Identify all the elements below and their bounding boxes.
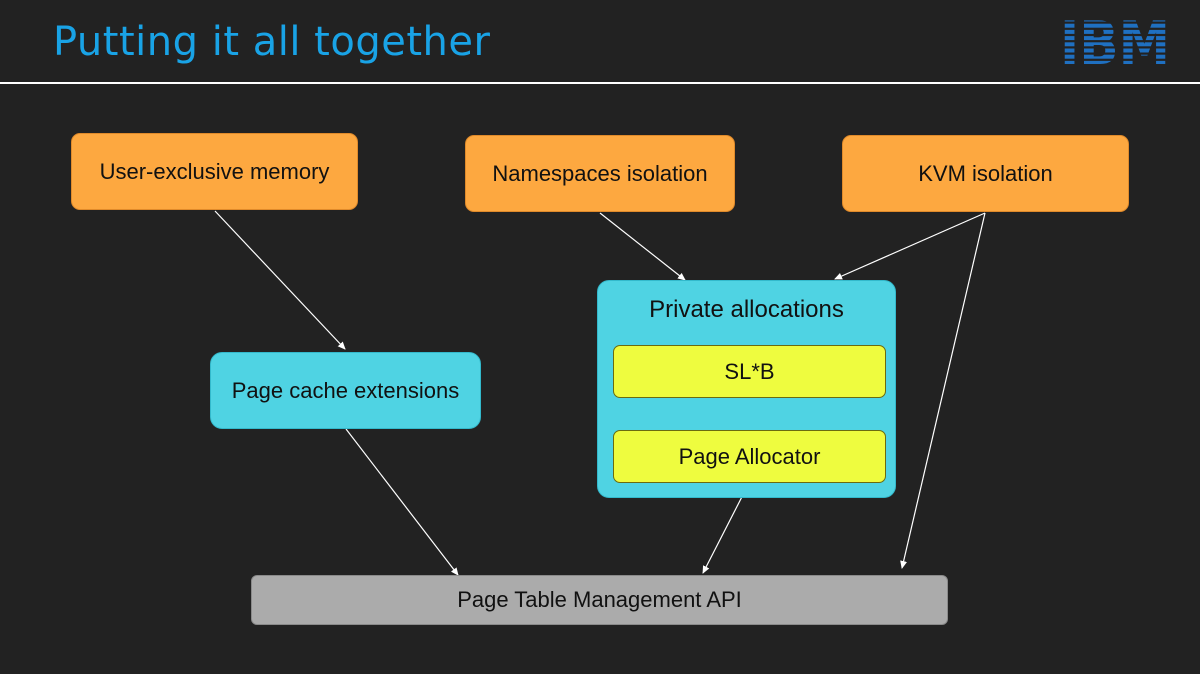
user-exclusive-memory-box: User-exclusive memory — [71, 133, 358, 210]
slab-label: SL*B — [724, 358, 775, 384]
arrow-kvm-to-page-table-api — [900, 212, 986, 569]
page-table-management-api-box: Page Table Management API — [251, 575, 948, 625]
kvm-isolation-label: KVM isolation — [918, 160, 1053, 186]
arrow-page-cache-to-page-table-api — [345, 428, 459, 576]
namespaces-isolation-label: Namespaces isolation — [492, 160, 708, 186]
arrow-page-allocator-to-page-table-api — [702, 482, 750, 574]
kvm-isolation-box: KVM isolation — [842, 135, 1129, 212]
page-cache-extensions-box: Page cache extensions — [210, 352, 481, 429]
arrow-user-memory-to-page-cache — [214, 210, 346, 350]
page-cache-extensions-label: Page cache extensions — [231, 377, 460, 403]
arrow-namespaces-to-private-allocations — [599, 212, 686, 281]
page-allocator-label: Page Allocator — [678, 443, 821, 469]
namespaces-isolation-box: Namespaces isolation — [465, 135, 735, 212]
slide-title: Putting it all together — [53, 19, 491, 65]
page-table-management-api-label: Page Table Management API — [457, 587, 742, 612]
header-divider — [0, 82, 1200, 84]
slab-box: SL*B — [613, 345, 886, 398]
ibm-logo: IBM — [1060, 17, 1170, 67]
private-allocations-label: Private allocations — [649, 296, 844, 323]
svg-text:IBM: IBM — [1060, 17, 1170, 67]
page-allocator-box: Page Allocator — [613, 430, 886, 483]
user-exclusive-memory-label: User-exclusive memory — [99, 158, 330, 184]
arrow-kvm-to-private-allocations — [834, 212, 986, 280]
